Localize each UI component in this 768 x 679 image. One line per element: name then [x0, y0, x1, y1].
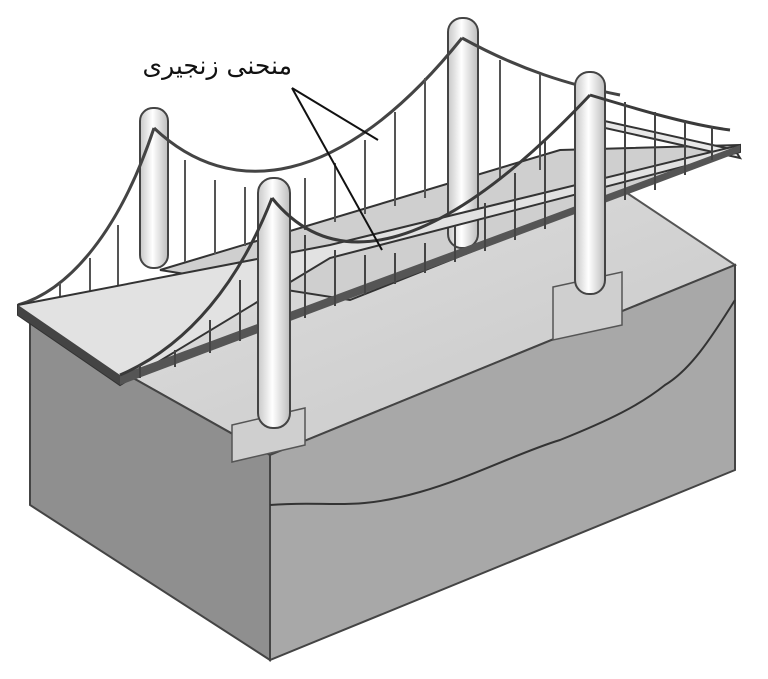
- front-deck-edge: [18, 305, 120, 385]
- front-tower-left: [257, 177, 291, 429]
- front-cables: [119, 93, 731, 377]
- front-cable-right-span: [589, 93, 731, 132]
- front-hangers: [139, 102, 713, 378]
- leader-to-front-cable: [291, 87, 383, 251]
- water-line: [269, 299, 736, 506]
- front-towers: [231, 71, 623, 463]
- front-cable-left-span: [119, 197, 274, 377]
- front-tower-right: [574, 71, 606, 295]
- annotation-leaders: [291, 87, 383, 251]
- back-towers: [139, 17, 479, 269]
- back-cable-main-span: [152, 37, 464, 173]
- leader-to-back-cable: [291, 87, 379, 141]
- catenary-label: منحنی زنجیری: [142, 51, 292, 80]
- front-cable-main-span: [270, 93, 592, 244]
- back-cable-left-span: [17, 127, 156, 307]
